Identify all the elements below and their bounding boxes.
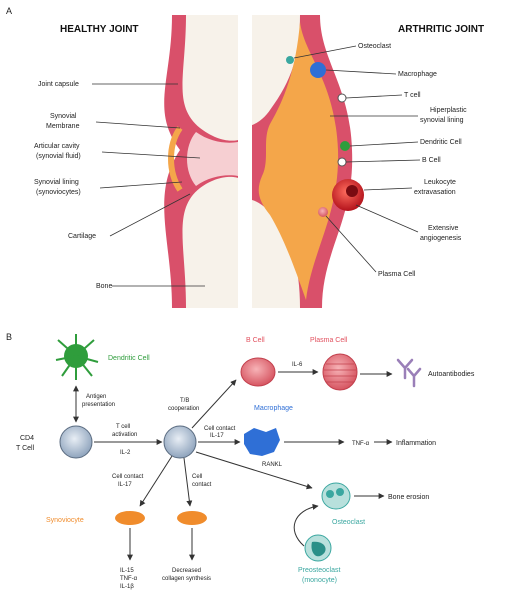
cell-contact-label-1: Cell contact	[204, 426, 236, 432]
synoviocyte-label: Synoviocyte	[46, 517, 84, 524]
label-angiogenesis-2: angiogenesis	[420, 235, 462, 242]
leukocyte-core	[346, 185, 358, 197]
tb-arrow	[192, 380, 236, 428]
label-t-cell-a: T cell	[404, 92, 421, 99]
arthritic-title: ARTHRITIC JOINT	[398, 24, 484, 35]
label-hyperplastic-1: Hiperplastic	[430, 107, 467, 114]
label-angiogenesis-1: Extensive	[428, 225, 458, 232]
arthritic-t-cell	[338, 94, 346, 102]
syn-contact-label-1: Cell contact	[112, 474, 144, 480]
arthritic-macrophage-cell	[310, 62, 326, 78]
rankl-label: RANKL	[262, 462, 283, 468]
healthy-labels: Joint capsule Synovial Membrane Articula…	[34, 81, 112, 290]
preosteoclast-label-1: Preosteoclast	[298, 567, 340, 574]
osteoclast-label: Osteoclast	[332, 519, 365, 526]
tb-label-2: cooperation	[168, 406, 199, 412]
label-articular-cavity-2: (synovial fluid)	[36, 153, 81, 160]
label-synovial-lining-1: Synovial lining	[34, 179, 79, 186]
plasma-cell-label: Plasma Cell	[310, 337, 348, 344]
rankl-arrow	[196, 452, 312, 488]
label-synovial-membrane-2: Membrane	[46, 123, 80, 130]
cell-contact-label-3: Cell	[192, 474, 202, 480]
tnf-label: TNF-α	[352, 441, 370, 447]
arthritic-b-cell	[338, 158, 346, 166]
label-plasma-cell-a: Plasma Cell	[378, 271, 416, 278]
osteoclast-icon	[322, 483, 350, 509]
cd4-label-1: CD4	[20, 435, 34, 442]
decreased-label-1: Decreased	[172, 568, 201, 574]
label-b-cell-a: B Cell	[422, 157, 441, 164]
synoviocyte-arrow-2	[184, 458, 190, 506]
autoantibodies-label: Autoantibodies	[428, 371, 475, 378]
activation-label-3: IL-2	[120, 450, 131, 456]
label-joint-capsule: Joint capsule	[38, 81, 79, 88]
activated-t-cell-icon	[164, 426, 196, 458]
synoviocyte-icon-2	[177, 511, 207, 525]
macrophage-label: Macrophage	[254, 405, 293, 412]
panel-b-letter: B	[6, 332, 12, 342]
tb-label-1: T/B	[180, 398, 189, 404]
antigen-label-1: Antigen	[86, 394, 106, 400]
cytokines-label-3: IL-1β	[120, 584, 134, 590]
cd4-t-cell-icon	[60, 426, 92, 458]
dendritic-cell-icon	[56, 334, 98, 380]
cell-contact-label-4: contact	[192, 482, 212, 488]
panel-b: B Dendritic Cell CD4 T Cell Antigen pres…	[6, 332, 475, 590]
synoviocyte-icon-1	[115, 511, 145, 525]
label-osteoclast-a: Osteoclast	[358, 43, 391, 50]
panel-a-letter: A	[6, 6, 12, 16]
preosteoclast-label-2: (monocyte)	[302, 577, 337, 584]
antibody-icon	[398, 360, 420, 386]
arthritic-plasma-cell	[318, 207, 328, 217]
bone-erosion-label: Bone erosion	[388, 494, 429, 501]
label-macrophage-a: Macrophage	[398, 71, 437, 78]
panel-divider	[238, 15, 252, 308]
label-leukocyte-1: Leukocyte	[424, 179, 456, 186]
arthritic-osteoclast-cell	[286, 56, 294, 64]
il6-label: IL-6	[292, 362, 303, 368]
label-leukocyte-2: extravasation	[414, 189, 456, 196]
cd4-label-2: T Cell	[16, 445, 35, 452]
plasma-cell-icon	[323, 354, 357, 390]
cytokines-label-2: TNF-α	[120, 576, 138, 582]
activation-label-2: activation	[112, 432, 137, 438]
arthritic-joint-drawing	[252, 15, 364, 308]
macrophage-icon	[244, 428, 280, 456]
activation-label-1: T cell	[116, 424, 130, 430]
label-cartilage: Cartilage	[68, 233, 96, 240]
cell-contact-label-2: IL-17	[210, 433, 224, 439]
panel-a: A	[6, 6, 484, 308]
b-cell-icon	[241, 358, 275, 386]
arthritic-dendritic-cell	[340, 141, 350, 151]
preosteoclast-icon	[305, 535, 331, 561]
label-hyperplastic-2: synovial lining	[420, 117, 464, 124]
label-bone: Bone	[96, 283, 112, 290]
decreased-label-2: collagen synthesis	[162, 576, 211, 582]
healthy-joint-drawing	[164, 15, 238, 308]
dendritic-cell-label: Dendritic Cell	[108, 355, 150, 362]
healthy-title: HEALTHY JOINT	[60, 24, 139, 35]
syn-contact-label-2: IL-17	[118, 482, 132, 488]
label-synovial-membrane-1: Synovial	[50, 113, 77, 120]
inflammation-label: Inflammation	[396, 440, 436, 447]
label-dendritic-cell-a: Dendritic Cell	[420, 139, 462, 146]
label-synovial-lining-2: (synoviocytes)	[36, 189, 81, 196]
antigen-label-2: presentation	[82, 402, 115, 408]
synoviocyte-arrow-1	[140, 456, 172, 506]
b-cell-label: B Cell	[246, 337, 265, 344]
label-articular-cavity-1: Articular cavity	[34, 143, 80, 150]
cytokines-label-1: IL-15	[120, 568, 134, 574]
